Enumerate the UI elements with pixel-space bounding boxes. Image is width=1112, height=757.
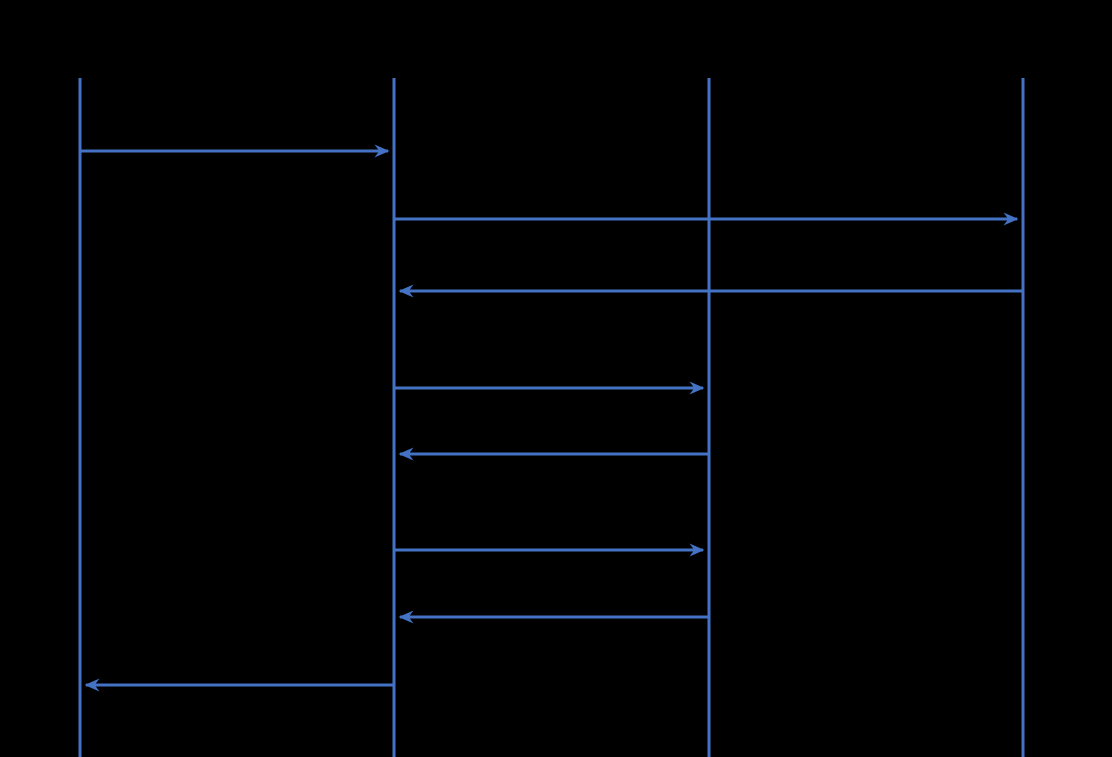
sequence-diagram-stage [78, 78, 1025, 757]
sequence-diagram [78, 78, 1025, 757]
